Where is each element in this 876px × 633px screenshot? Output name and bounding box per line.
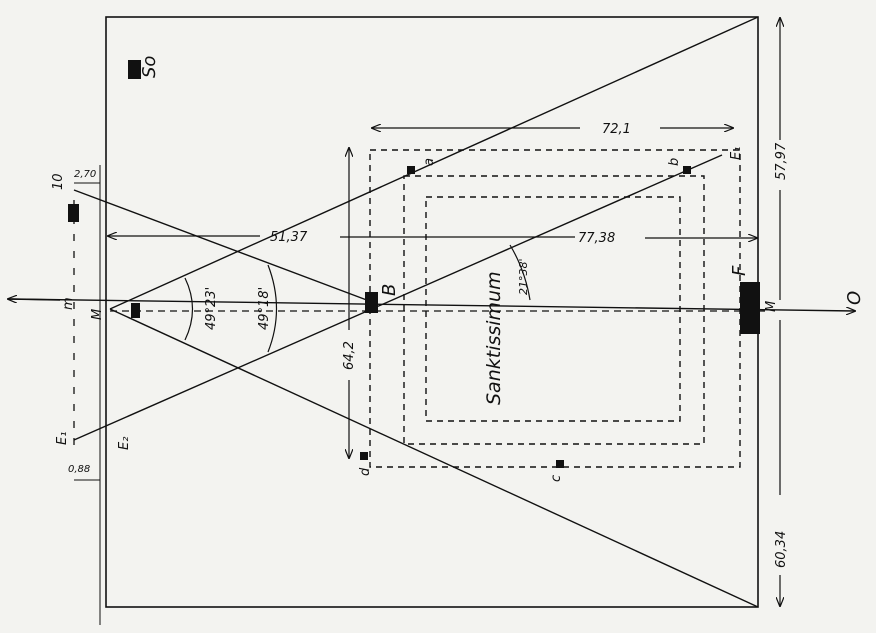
measure-left-span: 51,37 xyxy=(270,230,308,245)
so-marker xyxy=(128,60,141,79)
angle-sanctum: 21°38' xyxy=(517,258,530,295)
dashed-rect-middle xyxy=(403,175,705,445)
angle-inner: 49°23' xyxy=(204,287,219,330)
label-E2: E₂ xyxy=(117,437,132,450)
label-F: F xyxy=(729,265,750,276)
c-marker xyxy=(556,460,564,468)
arc-outer xyxy=(267,264,278,353)
label-O: O xyxy=(844,291,865,305)
line-10-to-b xyxy=(73,189,373,303)
label-E1-right: E₁ xyxy=(729,147,744,160)
label-b: b xyxy=(667,158,682,166)
label-M-right: M xyxy=(764,301,779,312)
arc-sanctum xyxy=(509,244,531,301)
angle-outer: 49°18' xyxy=(257,287,272,330)
label-sanctum: Sanktissimum xyxy=(483,271,505,405)
line-m-top-right xyxy=(109,16,759,310)
d-marker xyxy=(360,452,368,460)
dashed-rect-inner xyxy=(425,196,681,422)
label-M-left: M xyxy=(90,309,105,320)
b-marker xyxy=(365,292,378,313)
measure-ac-width: 72,1 xyxy=(602,122,631,137)
label-d: d xyxy=(358,467,373,476)
label-a: a xyxy=(422,158,437,166)
measure-right-lower: 60,34 xyxy=(774,531,789,568)
main-axis xyxy=(9,298,855,311)
label-10: 10 xyxy=(51,173,66,190)
label-m-small: m xyxy=(61,297,76,310)
line-m-bottom-right xyxy=(109,308,759,608)
measure-vertical-span: 64,2 xyxy=(342,341,357,370)
arc-inner xyxy=(184,277,194,341)
left-block xyxy=(68,204,79,222)
label-E1: E₁ xyxy=(55,432,70,445)
m-small-marker xyxy=(131,303,140,318)
b-small-marker xyxy=(683,166,691,174)
a-marker xyxy=(407,166,415,174)
label-c: c xyxy=(549,475,564,482)
measure-right-upper: 57,97 xyxy=(774,142,789,180)
measure-right-span: 77,38 xyxy=(578,231,615,246)
main-axis-left-arrow xyxy=(8,299,61,300)
f-block xyxy=(740,282,760,334)
measure-top-left: 2,70 xyxy=(74,169,96,180)
label-so: So xyxy=(139,56,160,78)
label-B: B xyxy=(379,284,400,296)
measure-bottom-left: 0,88 xyxy=(68,464,90,475)
line-e1-to-e1 xyxy=(73,154,723,441)
